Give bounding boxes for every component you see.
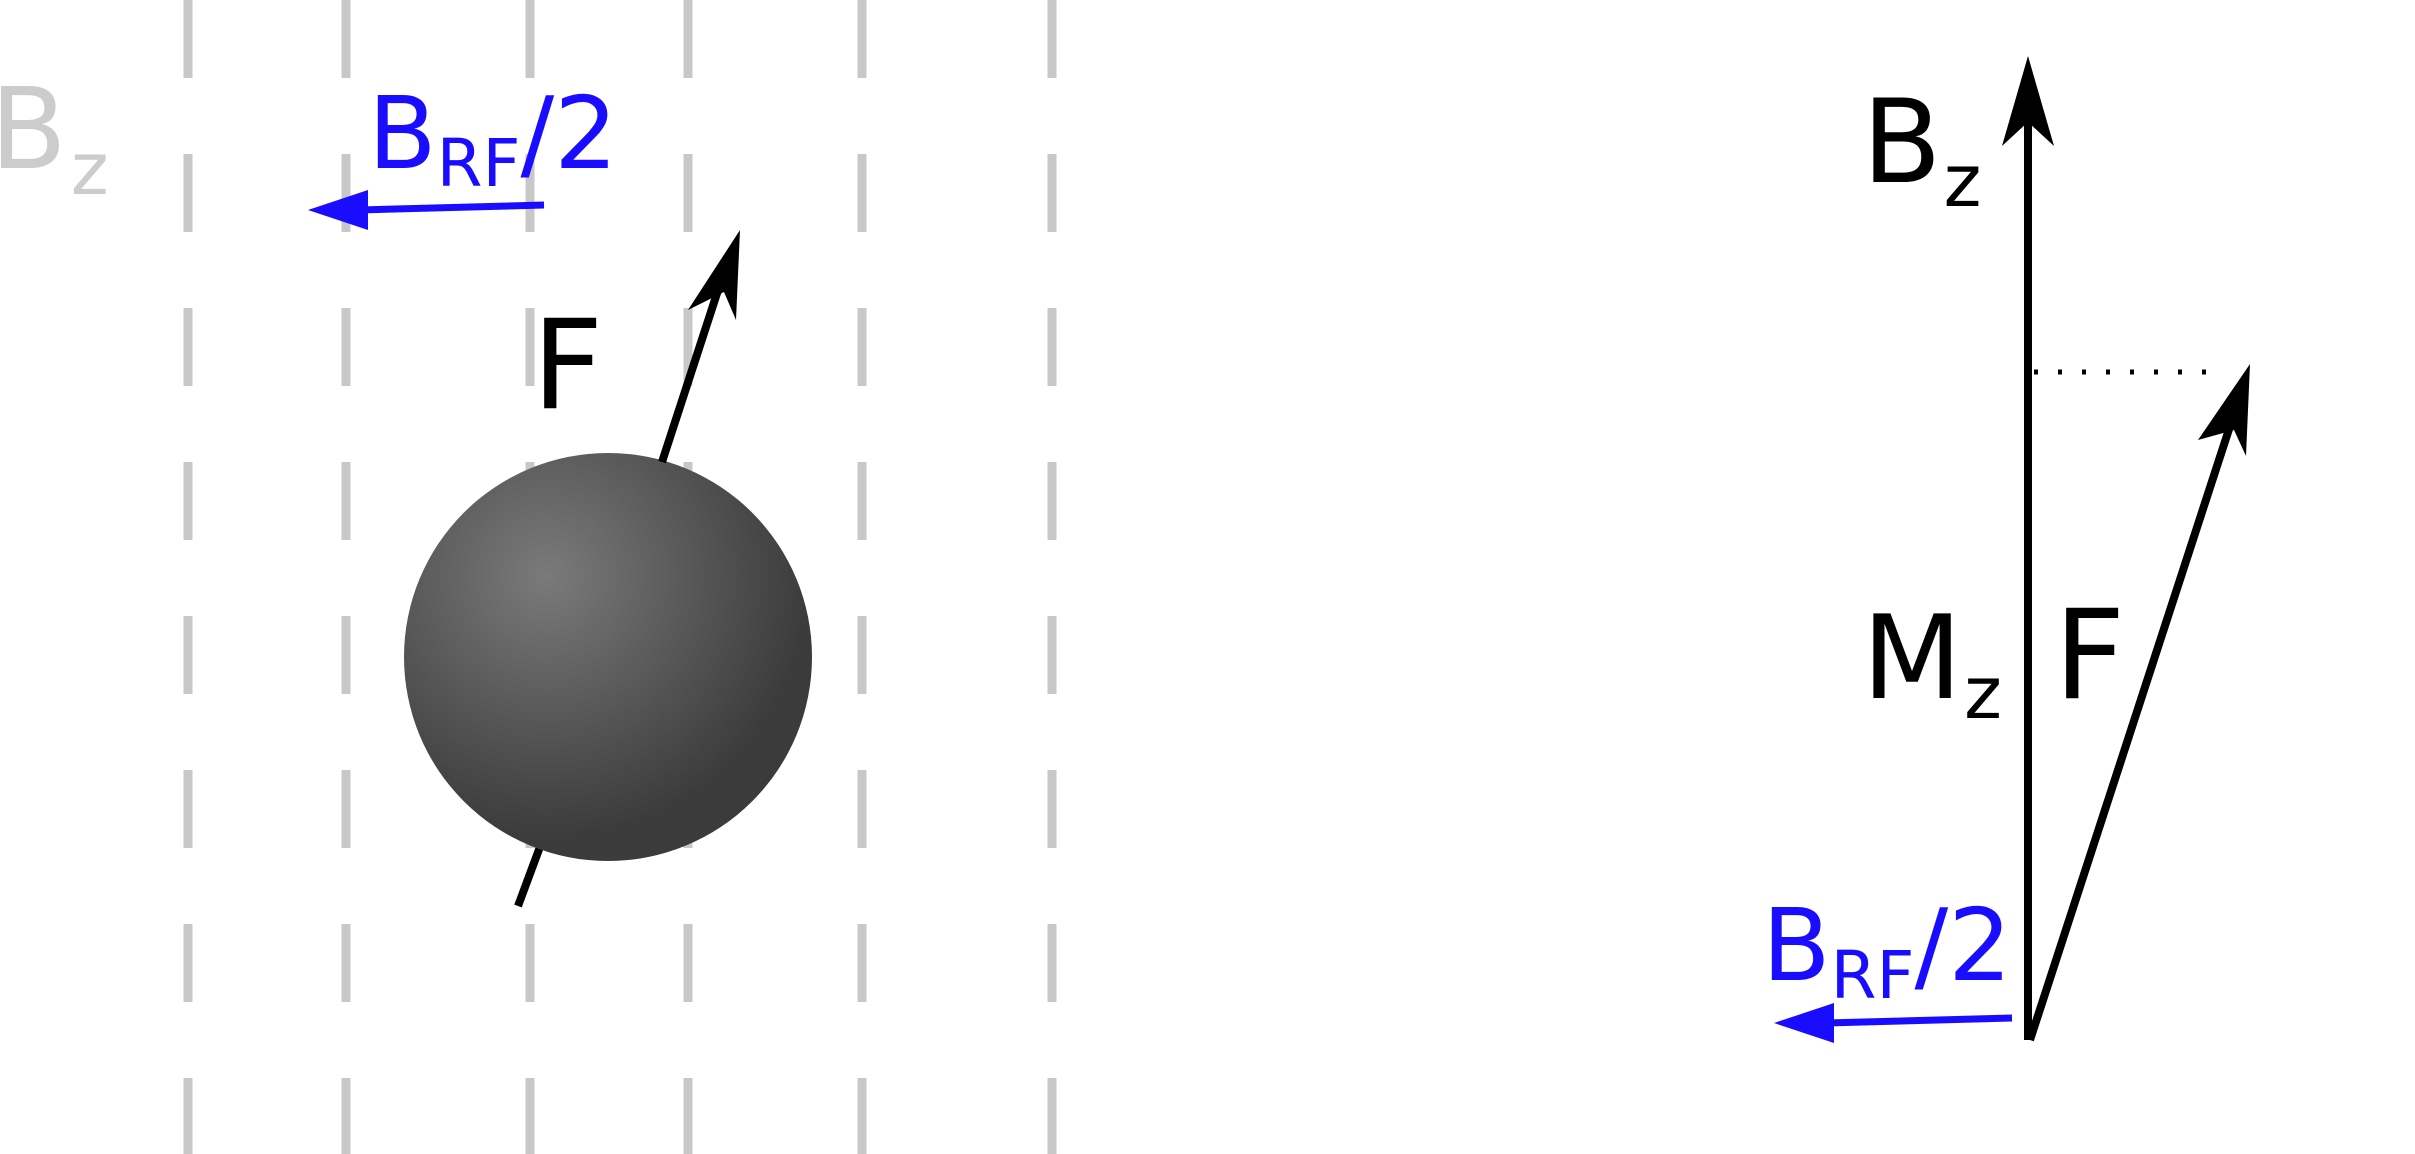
bz-arrow-head [2002,56,2054,146]
brf-arrow-right [1774,1003,2013,1043]
left-panel: Bz BRF/2 F [0,0,1057,1154]
bz-label-right: Bz [1862,75,1981,223]
bz-label-left: Bz [0,65,109,211]
brf-label-right: BRF/2 [1762,887,2012,1014]
f-arrow-shaft [658,276,726,464]
f-arrow-head [688,230,740,320]
brf-arrow-left [308,190,545,230]
brf-arrow-shaft [1825,1014,2013,1027]
brf-arrow-head [308,190,368,230]
mz-label-right: Mz [1862,591,2002,735]
f-arrow-head [2198,364,2250,456]
f-arrow-left [658,230,740,464]
spin-sphere [404,453,812,861]
bz-arrow-right [2002,56,2054,1040]
f-label-left: F [532,294,603,438]
brf-arrow-shaft [359,201,545,214]
brf-label-left: BRF/2 [368,75,618,202]
field-lines [183,0,1057,1154]
f-label-right: F [2054,584,2125,728]
f-arrow-right [2026,364,2250,1042]
brf-arrow-head [1774,1003,1834,1043]
f-arrow-shaft [2026,418,2236,1042]
right-panel: Bz Mz F BRF/2 [1762,56,2250,1043]
